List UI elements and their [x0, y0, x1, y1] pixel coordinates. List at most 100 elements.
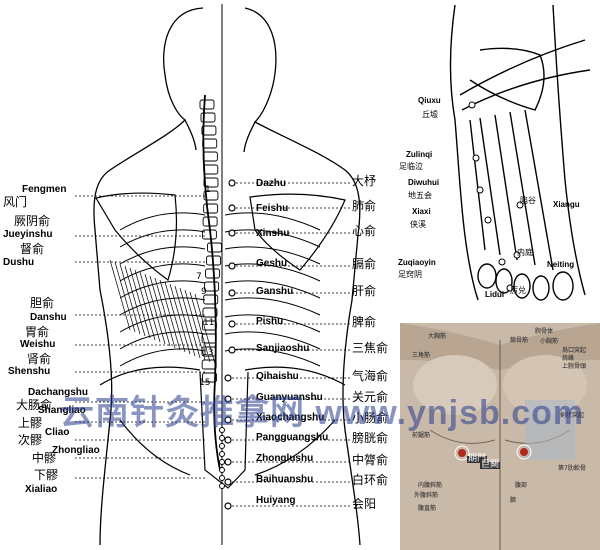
foot-point-name-zh: 足临泣 [399, 162, 423, 171]
chest-label: 内腹斜筋 [418, 482, 443, 489]
acupoint-dot [228, 204, 236, 212]
point-name-zh: 膀胱俞 [352, 431, 389, 445]
chest-label: 第7肋軟骨 [558, 465, 586, 472]
acupoint-dot [228, 229, 236, 237]
foot-point-name-zh: 丘墟 [422, 110, 438, 119]
point-name-en: Ganshu [256, 286, 294, 297]
acupoint-dot [228, 320, 236, 328]
scapulae [95, 192, 346, 281]
point-name-zh: 关元俞 [352, 390, 389, 404]
point-name-zh: 小肠俞 [352, 411, 389, 425]
point-name-zh: 会阳 [352, 497, 377, 511]
chest-photo [400, 323, 600, 550]
point-name-en: Dazhu [256, 178, 286, 189]
acupoint-dot [219, 459, 225, 465]
acupoint-dot [228, 179, 236, 187]
acupoint-dot [219, 435, 225, 441]
acupoint-dot [224, 458, 232, 466]
vertebra-number: 1 [205, 185, 211, 195]
acupoint-dot [513, 251, 521, 259]
point-name-en: Danshu [30, 312, 67, 323]
chest-label: 外腹斜筋 [414, 492, 439, 499]
pelvis [99, 366, 346, 489]
acupoint-dot [498, 258, 506, 266]
point-name-en: Xinshu [256, 228, 290, 239]
vertebra-number: 11 [203, 318, 215, 328]
point-name-en: Cliao [45, 427, 70, 438]
acupoint-dot [228, 289, 236, 297]
point-name-en: Feishu [256, 203, 289, 214]
chest-label: 前鋸筋 [412, 432, 431, 439]
point-name-zh: 胃俞 [25, 325, 50, 339]
point-name-en: Fengmen [22, 184, 67, 195]
foot-point-name-zh: 内庭 [517, 248, 533, 257]
point-name-zh: 上髎 [18, 416, 43, 430]
point-name-en: Qihaishu [256, 371, 299, 382]
point-name-en: Weishu [20, 339, 56, 350]
spine [199, 94, 222, 471]
foot-point-name-zh: 足窍阴 [398, 270, 422, 279]
point-name-zh: 肝俞 [352, 284, 377, 298]
vertebra-number: 7 [196, 272, 202, 282]
point-name-en: Dachangshu [28, 387, 89, 398]
point-name-zh: 肺俞 [352, 199, 377, 213]
foot-point-name-en: Zuqiaoyin [398, 258, 436, 267]
acupoint-dot [228, 346, 236, 354]
watermark: 云南针灸推拿网 www.ynjsb.com [60, 394, 585, 432]
acupoint-dot [224, 395, 232, 403]
chest-label: 烏口突起 [562, 347, 587, 354]
chest-label: 腕骨体 [535, 328, 554, 335]
point-name-en: Zhonglushu [256, 453, 314, 464]
foot-point-name-zh: 侠溪 [410, 220, 426, 229]
point-name-zh: 大肠俞 [16, 398, 53, 412]
acupoint-dot [219, 483, 225, 489]
acupoint-dot [224, 436, 232, 444]
acupoint-dot [224, 416, 232, 424]
point-name-zh: 脾俞 [352, 315, 377, 329]
chest-label: 上腕骨頭 [562, 363, 587, 370]
point-name-zh: 心俞 [352, 224, 377, 238]
vertebra-number: 15 [199, 378, 211, 388]
chest-label: 三角筋 [412, 352, 431, 359]
point-name-zh: 厥阴俞 [14, 214, 51, 228]
acupoint-dot [516, 201, 524, 209]
point-name-zh: 风门 [3, 195, 28, 209]
point-name-en: Geshu [256, 258, 288, 269]
foot-point-name-zh: 陷谷 [520, 196, 536, 205]
acupoint-dot [219, 443, 225, 449]
point-name-en: Sanjiaoshu [256, 343, 310, 354]
acupoint-dot [484, 216, 492, 224]
foot-point-name-en: Neiting [547, 260, 575, 269]
foot-point-name-en: Lidui [485, 290, 505, 299]
point-name-zh: 次髎 [18, 433, 43, 447]
chest-label: 腹部 [515, 482, 528, 489]
vertebra-number: 13 [202, 348, 214, 358]
acupoint-dot [468, 101, 476, 109]
chest-label: 大胸筋 [428, 333, 447, 340]
chest-label: 臍 [510, 497, 517, 504]
chest-label: 鎖骨筋 [510, 337, 529, 344]
point-name-en: Xiaochangshu [256, 412, 325, 423]
point-name-zh: 下髎 [34, 468, 59, 482]
foot-point-name-zh: 地五会 [408, 191, 432, 200]
point-name-en: Zhongliao [52, 445, 100, 456]
chest-label: 剣状突起 [560, 412, 585, 419]
acupoint-dot [506, 284, 514, 292]
point-name-zh: 三焦俞 [352, 341, 389, 355]
foot-point-name-en: Xiaxi [412, 207, 431, 216]
point-name-zh: 肾俞 [27, 352, 52, 366]
acupoint-dot [219, 451, 225, 457]
foot-point-name-en: Zulinqi [406, 150, 433, 159]
acupoint-dot [228, 262, 236, 270]
point-name-en: Dushu [3, 257, 35, 268]
acupoint-dot [219, 427, 225, 433]
point-name-zh: 中膂俞 [352, 453, 389, 467]
point-name-zh: 大杼 [352, 174, 377, 188]
foot-point-name-en: Diwuhui [408, 178, 440, 187]
chest-label: 肩峰 [562, 355, 575, 362]
point-name-zh: 胆俞 [30, 296, 55, 310]
point-name-en: Shangliao [38, 405, 86, 416]
point-name-en: Huiyang [256, 495, 296, 506]
